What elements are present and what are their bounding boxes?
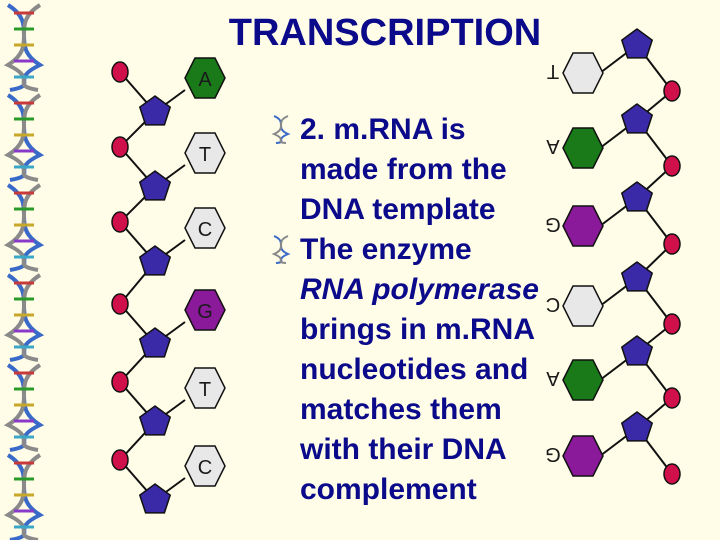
bullet-item-1: 2. m.RNA is made from the DNA template [268, 110, 538, 230]
left-base [184, 207, 226, 249]
bullet-2-line: complement [300, 473, 477, 506]
phosphate-circle [663, 233, 681, 255]
right-base [562, 205, 604, 247]
sugar-pentagon [138, 170, 172, 201]
sugar-pentagon [620, 411, 654, 442]
sugar-pentagon [620, 335, 654, 366]
right-base [562, 359, 604, 401]
phosphate-circle [111, 136, 129, 158]
sugar-pentagon [620, 28, 654, 59]
phosphate-circle [663, 463, 681, 485]
phosphate-circle [111, 293, 129, 315]
phosphate-circle [111, 61, 129, 83]
right-base [562, 435, 604, 477]
left-base-letter: T [199, 379, 211, 401]
bullet-2-line: nucleotides and [300, 353, 529, 386]
body-text: 2. m.RNA is made from the DNA template T… [268, 110, 539, 510]
bullet-1-line: DNA template [300, 193, 496, 226]
right-base-letter: C [546, 293, 560, 315]
dna-helix-icon [3, 273, 45, 362]
sugar-pentagon [138, 95, 172, 126]
phosphate-circle [111, 211, 129, 233]
bullet-item-2: The enzyme RNA polymerase brings in m.RN… [268, 230, 539, 510]
left-base-letter: G [197, 301, 213, 323]
sugar-pentagon [138, 327, 172, 358]
dna-helix-icon [3, 183, 45, 272]
right-base-letter: A [546, 367, 560, 389]
dna-helix-icon [3, 93, 45, 182]
sugar-pentagon [138, 245, 172, 276]
dna-helix-icon [3, 3, 45, 92]
dna-helix-icon [3, 363, 45, 452]
right-base [562, 285, 604, 327]
right-base-letter: A [546, 135, 560, 157]
bullet-1-line: 2. m.RNA is [300, 113, 466, 146]
left-base-letter: T [199, 144, 211, 166]
right-base-letter: G [545, 213, 561, 235]
phosphate-circle [111, 449, 129, 471]
bullet-2-line: brings in m.RNA [300, 313, 536, 346]
right-base-letter: T [547, 60, 559, 82]
sugar-pentagon [620, 181, 654, 212]
left-base-letter: C [198, 219, 212, 241]
left-base [184, 445, 226, 487]
bullet-2-line: RNA polymerase [300, 273, 539, 306]
bullet-1-line: made from the [300, 153, 507, 186]
bullet-2-line: matches them [300, 393, 502, 426]
page-title: TRANSCRIPTION [228, 12, 542, 54]
dna-bullet-icon [271, 115, 291, 144]
sugar-pentagon [138, 483, 172, 514]
left-base-letter: A [198, 69, 212, 91]
right-base [562, 127, 604, 169]
phosphate-circle [111, 371, 129, 393]
phosphate-circle [663, 387, 681, 409]
phosphate-circle [663, 155, 681, 177]
dna-bullet-icon [271, 235, 291, 264]
left-base [184, 57, 226, 99]
phosphate-circle [663, 313, 681, 335]
bullet-2-line: The enzyme [300, 233, 472, 266]
dna-helix-icon [3, 453, 45, 540]
bullet-2-line: with their DNA [300, 433, 507, 466]
left-base-letter: C [198, 457, 212, 479]
left-base [184, 132, 226, 174]
right-base-letter: G [545, 443, 561, 465]
left-base [184, 289, 226, 331]
sugar-pentagon [138, 405, 172, 436]
phosphate-circle [663, 80, 681, 102]
sugar-pentagon [620, 261, 654, 292]
right-base [562, 52, 604, 94]
left-base [184, 367, 226, 409]
sugar-pentagon [620, 103, 654, 134]
